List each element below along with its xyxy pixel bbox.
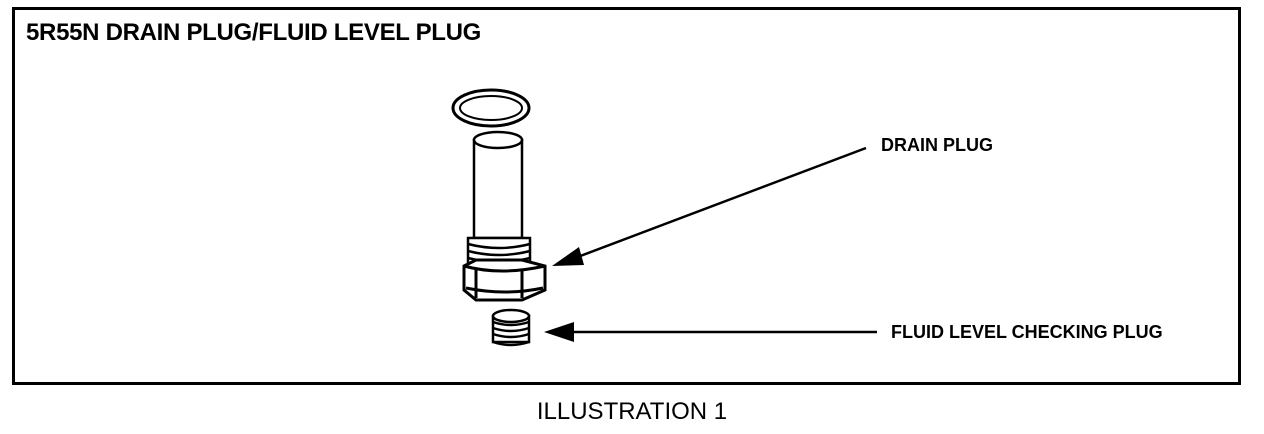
- o-ring: [451, 88, 531, 128]
- diagram-title: 5R55N DRAIN PLUG/FLUID LEVEL PLUG: [26, 19, 482, 46]
- drain-plug-leader-arrow: [552, 146, 867, 266]
- illustration-caption: ILLUSTRATION 1: [536, 398, 728, 425]
- diagram-frame: [12, 7, 1241, 385]
- drain-plug-label: DRAIN PLUG: [881, 135, 993, 155]
- drain-plug-hex-head: [462, 258, 547, 302]
- drain-plug-stem: [472, 130, 524, 244]
- fluid-level-checking-plug: [491, 308, 531, 347]
- fluid-plug-leader-arrow: [544, 322, 877, 342]
- fluid-level-plug-label: FLUID LEVEL CHECKING PLUG: [891, 322, 1163, 342]
